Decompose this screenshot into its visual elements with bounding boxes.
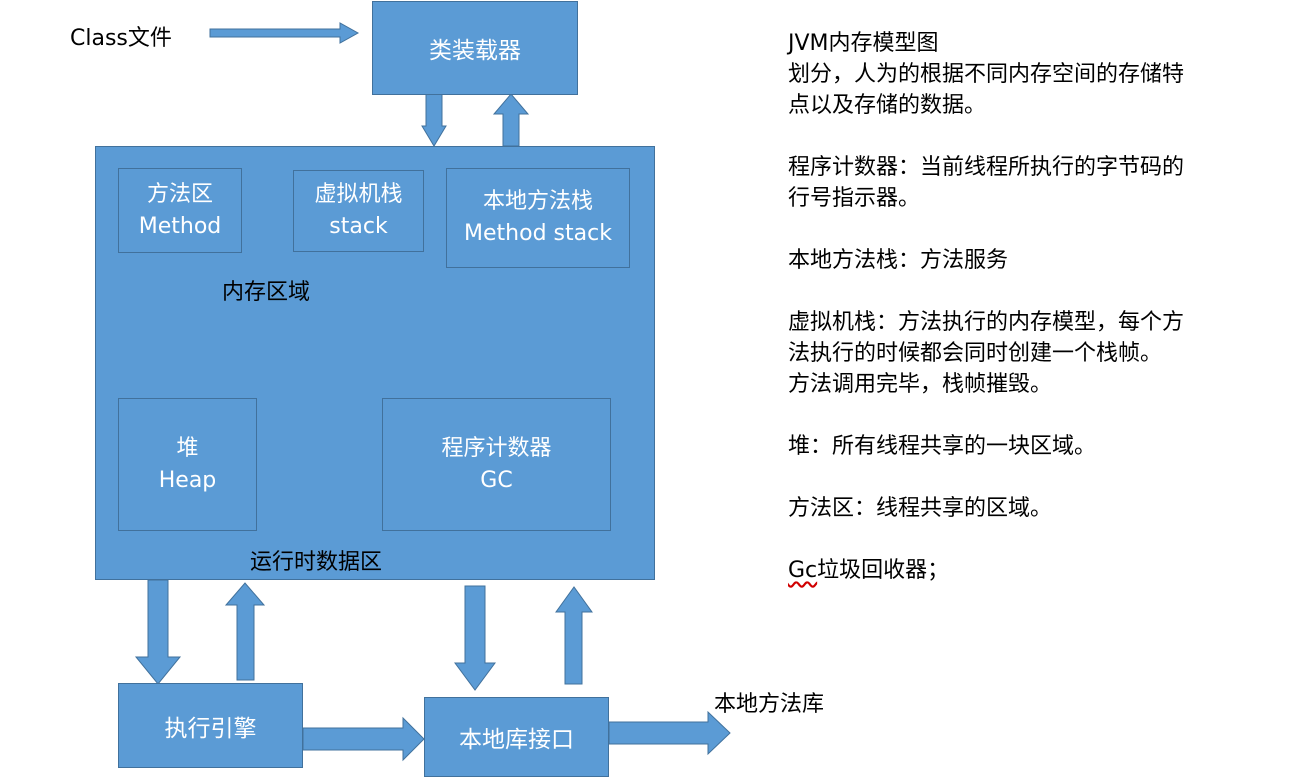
arrow-memory-to-loader bbox=[492, 93, 530, 147]
notes-vm-stack-line3: 方法调用完毕，栈帧摧毁。 bbox=[788, 372, 1053, 397]
native-method-stack-label: 本地方法栈 bbox=[482, 189, 593, 214]
heap-box: 堆 Heap bbox=[118, 398, 257, 531]
class-loader-box: 类装载器 bbox=[372, 1, 578, 95]
vm-stack-sublabel: stack bbox=[329, 214, 388, 239]
heap-label: 堆 bbox=[176, 435, 199, 461]
notes-gc-rest: 垃圾回收器； bbox=[817, 558, 950, 583]
runtime-data-area: 方法区 Method 虚拟机栈 stack 本地方法栈 Method stack… bbox=[95, 146, 655, 580]
memory-area-label: 内存区域 bbox=[222, 280, 311, 305]
arrow-engine-to-memory bbox=[224, 582, 266, 681]
vm-stack-box: 虚拟机栈 stack bbox=[293, 170, 424, 252]
notes-heap: 堆：所有线程共享的一块区域。 bbox=[788, 434, 1097, 459]
method-area-box: 方法区 Method bbox=[118, 168, 242, 253]
program-counter-box: 程序计数器 GC bbox=[382, 398, 611, 531]
program-counter-sublabel: GC bbox=[480, 467, 513, 493]
execution-engine-box: 执行引擎 bbox=[118, 683, 303, 768]
native-method-stack-sublabel: Method stack bbox=[464, 221, 612, 246]
arrow-memory-to-engine bbox=[134, 579, 182, 685]
arrow-interface-to-library bbox=[608, 710, 731, 756]
notes-pc-line2: 行号指示器。 bbox=[788, 186, 921, 211]
class-loader-label: 类装载器 bbox=[429, 38, 521, 64]
class-file-label: Class文件 bbox=[70, 26, 172, 51]
notes-gc: Gc垃圾回收器； bbox=[788, 555, 1288, 586]
arrow-interface-to-memory bbox=[555, 586, 593, 685]
execution-engine-label: 执行引擎 bbox=[164, 715, 257, 742]
notes-vm-stack-line1: 虚拟机栈：方法执行的内存模型，每个方 bbox=[788, 310, 1185, 335]
native-method-stack-box: 本地方法栈 Method stack bbox=[446, 168, 630, 268]
arrow-class-to-loader bbox=[209, 22, 360, 44]
arrow-memory-to-interface bbox=[454, 585, 496, 691]
method-area-sublabel: Method bbox=[138, 213, 222, 239]
notes-panel: JVM内存模型图 划分，人为的根据不同内存空间的存储特 点以及存储的数据。 程序… bbox=[788, 28, 1288, 586]
arrow-engine-to-interface bbox=[302, 716, 425, 762]
native-interface-label: 本地库接口 bbox=[459, 727, 574, 753]
notes-vm-stack-line2: 法执行的时候都会同时创建一个栈帧。 bbox=[788, 341, 1163, 366]
notes-native-stack: 本地方法栈：方法服务 bbox=[788, 248, 1009, 273]
arrow-loader-to-memory bbox=[421, 93, 447, 147]
vm-stack-label: 虚拟机栈 bbox=[314, 182, 403, 207]
native-library-label: 本地方法库 bbox=[714, 692, 825, 717]
notes-title: JVM内存模型图 bbox=[788, 31, 939, 56]
notes-intro-line2: 点以及存储的数据。 bbox=[788, 93, 987, 118]
heap-sublabel: Heap bbox=[158, 467, 217, 493]
notes-method-area: 方法区：线程共享的区域。 bbox=[788, 496, 1053, 521]
native-interface-box: 本地库接口 bbox=[424, 697, 609, 777]
method-area-label: 方法区 bbox=[146, 181, 213, 207]
runtime-data-area-label: 运行时数据区 bbox=[250, 550, 383, 575]
notes-intro-line1: 划分，人为的根据不同内存空间的存储特 bbox=[788, 62, 1185, 87]
notes-pc-line1: 程序计数器：当前线程所执行的字节码的 bbox=[788, 155, 1185, 180]
notes-gc-prefix: Gc bbox=[788, 558, 818, 583]
program-counter-label: 程序计数器 bbox=[441, 435, 552, 461]
